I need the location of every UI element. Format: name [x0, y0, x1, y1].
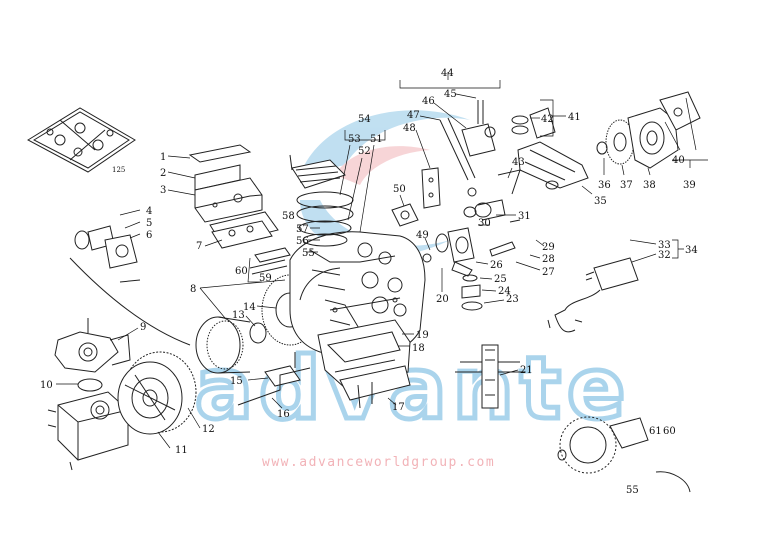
label-9: 9 [140, 322, 146, 333]
label-18: 18 [412, 343, 425, 354]
label-32: 32 [658, 250, 671, 261]
label-30: 30 [478, 218, 491, 229]
crankshaft-drawing [497, 107, 589, 195]
label-58: 58 [282, 211, 295, 222]
label-53: 53 [348, 134, 361, 145]
motor-end-cover-drawing [117, 351, 197, 435]
label-24: 24 [498, 286, 511, 297]
label-33: 33 [658, 240, 671, 251]
oil-pump-drawing [54, 318, 131, 373]
label-56: 56 [296, 236, 309, 247]
label-50: 50 [393, 184, 406, 195]
gasket-set-drawing [26, 107, 136, 173]
label-61: 61 [649, 426, 662, 437]
label-27: 27 [542, 267, 555, 278]
label-28: 28 [542, 254, 555, 265]
watermark-url: www.advanceworldgroup.com [262, 455, 495, 470]
valve-assembly-drawing [455, 344, 525, 409]
label-46: 46 [422, 96, 435, 107]
label-38: 38 [643, 180, 656, 191]
label-40: 40 [672, 155, 685, 166]
label-11: 11 [175, 445, 188, 456]
mounting-plate-drawing [209, 211, 291, 275]
label-47: 47 [407, 110, 420, 121]
label-37: 37 [620, 180, 633, 191]
label-17: 17 [392, 402, 405, 413]
label-7: 7 [196, 241, 202, 252]
label-4: 4 [146, 206, 152, 217]
label-13: 13 [232, 310, 245, 321]
label-48: 48 [403, 123, 416, 134]
label-41: 41 [568, 112, 581, 123]
label-43: 43 [512, 157, 525, 168]
service-flange-drawing [74, 225, 141, 283]
label-25: 25 [494, 274, 507, 285]
lower-right-details-drawing [557, 416, 691, 493]
label-59: 59 [259, 273, 272, 284]
label-31: 31 [518, 211, 531, 222]
cylinder-head-drawing [289, 154, 354, 247]
label-35: 35 [594, 196, 607, 207]
label-125: 125 [112, 166, 125, 174]
label-14: 14 [243, 302, 256, 313]
label-5: 5 [146, 218, 152, 229]
label-6: 6 [146, 230, 152, 241]
oil-pressure-switch-drawing [391, 100, 496, 227]
label-45: 45 [444, 89, 457, 100]
label-21: 21 [520, 365, 533, 376]
label-39: 39 [683, 180, 696, 191]
label-51: 51 [370, 134, 383, 145]
label-10: 10 [40, 380, 53, 391]
label-26: 26 [490, 260, 503, 271]
connecting-rod-parts-drawing [463, 199, 521, 257]
label-20: 20 [436, 294, 449, 305]
label-42: 42 [541, 114, 554, 125]
label-55b: 55 [626, 485, 639, 496]
label-60b: 60 [663, 426, 676, 437]
label-8: 8 [190, 284, 196, 295]
label-52: 52 [358, 146, 371, 157]
label-54: 54 [358, 114, 371, 125]
label-34: 34 [685, 245, 698, 256]
label-29: 29 [542, 242, 555, 253]
label-36: 36 [598, 180, 611, 191]
label-15: 15 [230, 376, 243, 387]
small-fittings-drawing [461, 274, 483, 311]
label-44: 44 [441, 68, 454, 79]
pump-end-housing-drawing [47, 378, 129, 471]
bearing-housing-drawing [422, 227, 475, 277]
label-23: 23 [506, 294, 519, 305]
label-19: 19 [416, 330, 429, 341]
oil-sump-drawing [317, 297, 411, 409]
label-1: 1 [160, 152, 166, 163]
protection-module-drawing [547, 257, 639, 333]
label-57: 57 [296, 224, 309, 235]
terminal-box-drawing [188, 144, 263, 223]
label-2: 2 [160, 168, 166, 179]
label-55: 55 [302, 248, 315, 259]
label-12: 12 [202, 424, 215, 435]
label-60: 60 [235, 266, 248, 277]
label-49: 49 [416, 230, 429, 241]
watermark-brand-text: advante [195, 339, 631, 439]
label-16: 16 [277, 409, 290, 420]
bracket-and-rod-drawing [237, 352, 311, 406]
label-3: 3 [160, 185, 166, 196]
